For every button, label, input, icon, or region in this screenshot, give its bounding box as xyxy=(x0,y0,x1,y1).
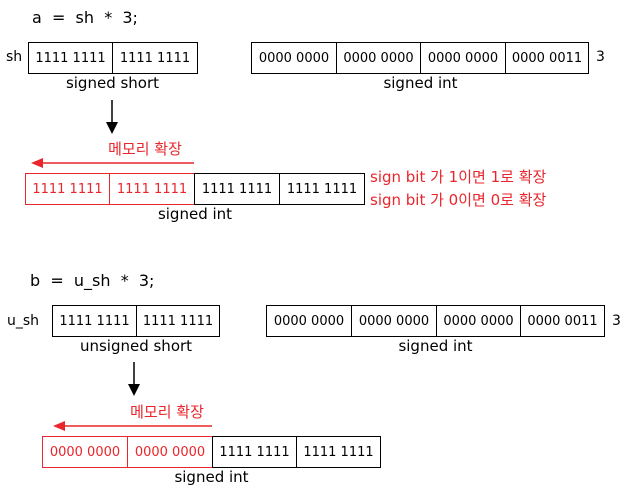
memory-extension-label-a: 메모리 확장 xyxy=(108,140,182,158)
byte-cell: 0000 0011 xyxy=(520,305,605,337)
byte-cell: 1111 1111 xyxy=(279,173,365,205)
extended-byte-cell: 0000 0000 xyxy=(42,436,128,468)
memory-extension-label-b: 메모리 확장 xyxy=(130,403,204,421)
statement-a: a = sh * 3; xyxy=(32,8,138,27)
var-label-sh: sh xyxy=(6,49,23,65)
short-box-u-sh: 1111 1111 1111 1111 xyxy=(52,305,220,337)
sign-extension-note-1: sign bit 가 1이면 1로 확장 xyxy=(370,168,547,186)
type-label-signed-short: signed short xyxy=(65,74,160,92)
byte-cell: 1111 1111 xyxy=(112,42,198,74)
result-int-box-b: 0000 0000 0000 0000 1111 1111 1111 1111 xyxy=(42,436,381,468)
statement-b: b = u_sh * 3; xyxy=(30,271,155,290)
byte-cell: 0000 0000 xyxy=(266,305,352,337)
sign-extension-note-0: sign bit 가 0이면 0로 확장 xyxy=(370,191,547,209)
byte-cell: 1111 1111 xyxy=(52,305,137,337)
byte-cell: 0000 0000 xyxy=(336,42,421,74)
type-label-signed-int-result-a: signed int xyxy=(157,205,233,223)
type-label-signed-int-b: signed int xyxy=(398,337,473,355)
const-label-3-b: 3 xyxy=(612,313,621,329)
byte-cell: 0000 0000 xyxy=(420,42,506,74)
left-arrow-icon-b xyxy=(53,421,212,431)
extended-byte-cell: 1111 1111 xyxy=(25,173,110,205)
var-label-u-sh: u_sh xyxy=(7,313,40,329)
int-box-3-b: 0000 0000 0000 0000 0000 0000 0000 0011 xyxy=(266,305,605,337)
type-label-signed-int-result-b: signed int xyxy=(174,468,249,486)
left-arrow-icon-a xyxy=(31,158,194,168)
byte-cell: 0000 0000 xyxy=(351,305,437,337)
byte-cell: 1111 1111 xyxy=(28,42,113,74)
const-label-3-a: 3 xyxy=(596,49,605,65)
type-label-signed-int-a: signed int xyxy=(383,74,458,92)
extended-byte-cell: 0000 0000 xyxy=(127,436,213,468)
extended-byte-cell: 1111 1111 xyxy=(109,173,195,205)
byte-cell: 0000 0000 xyxy=(251,42,337,74)
byte-cell: 1111 1111 xyxy=(296,436,381,468)
type-label-unsigned-short: unsigned short xyxy=(79,337,193,355)
byte-cell: 1111 1111 xyxy=(136,305,220,337)
down-arrow-icon-b xyxy=(128,362,140,396)
byte-cell: 0000 0000 xyxy=(436,305,521,337)
byte-cell: 0000 0011 xyxy=(505,42,589,74)
result-int-box-a: 1111 1111 1111 1111 1111 1111 1111 1111 xyxy=(25,173,365,205)
byte-cell: 1111 1111 xyxy=(212,436,297,468)
int-box-3-a: 0000 0000 0000 0000 0000 0000 0000 0011 xyxy=(251,42,589,74)
down-arrow-icon-a xyxy=(106,100,118,134)
short-box-sh: 1111 1111 1111 1111 xyxy=(28,42,198,74)
byte-cell: 1111 1111 xyxy=(194,173,280,205)
